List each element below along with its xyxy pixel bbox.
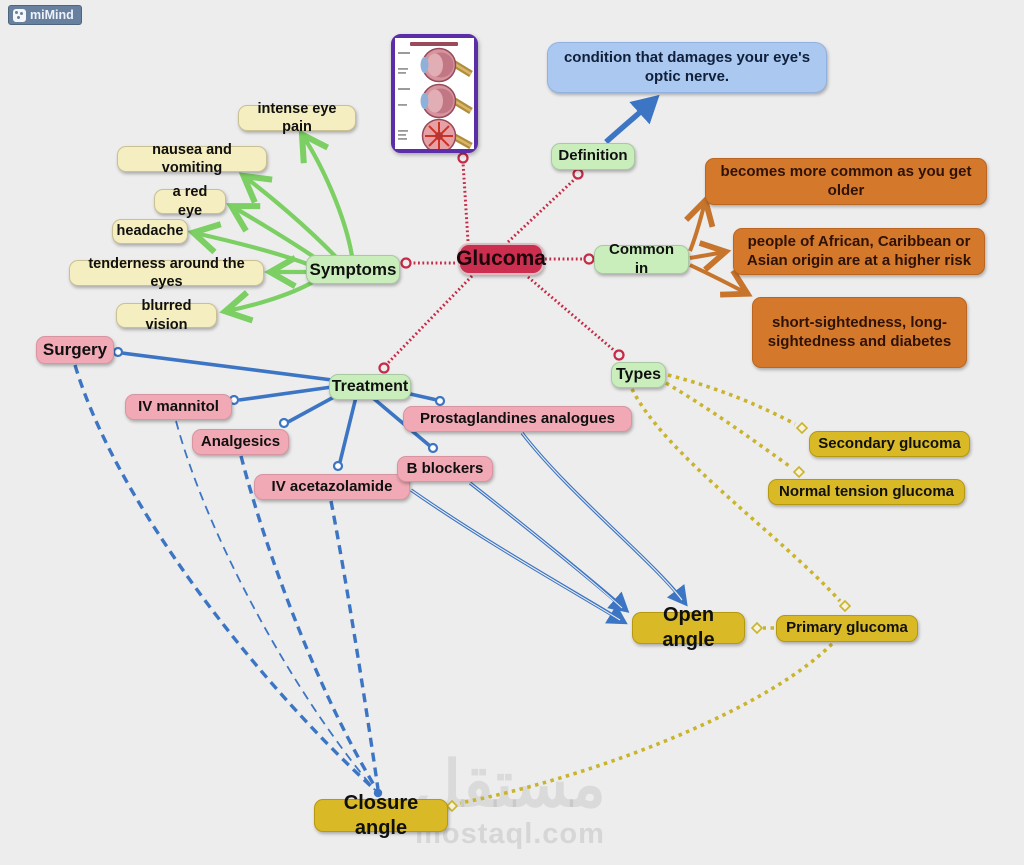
eye-diagram-image (395, 38, 474, 154)
symptom-blurred-vision[interactable]: blurred vision (116, 298, 217, 333)
mimind-app-badge[interactable]: miMind (8, 5, 82, 25)
mimind-app-label: miMind (30, 8, 74, 22)
edge-fact-0 (684, 194, 716, 252)
definition-note[interactable]: condition that damages your eye's optic … (547, 42, 827, 93)
treatment-iv-acetazolamide[interactable]: IV acetazolamide (254, 474, 410, 500)
edge-primary-closure (459, 642, 834, 805)
edge-symptom-2 (226, 203, 319, 261)
edge-root-types (527, 275, 617, 354)
symptom-edges (187, 129, 355, 324)
treatment-edge-terminals (112, 346, 446, 472)
branch-symptoms[interactable]: Symptoms (306, 255, 400, 284)
edge-root-image (461, 161, 470, 242)
closure-dashed-edges (73, 364, 380, 791)
treatment-analgesics[interactable]: Analgesics (192, 429, 289, 455)
edge-symptom-3 (187, 221, 311, 267)
fact-sightedness[interactable]: short-sightedness, long-sightedness and … (752, 297, 967, 368)
edge-treatment-surgery (121, 351, 341, 383)
edge-fact-2 (689, 263, 753, 298)
symptom-red-eye[interactable]: a red eye (154, 184, 226, 219)
edge-treatment-mannitol (238, 384, 340, 402)
edge-types-secondary (667, 373, 796, 426)
fact-older-age[interactable]: becomes more common as you get older (705, 158, 987, 205)
fact-origin-risk[interactable]: people of African, Caribbean or Asian or… (733, 228, 985, 275)
symptom-nausea-vomiting[interactable]: nausea and vomiting (117, 142, 267, 176)
edge-treatment-acetazolamide (338, 396, 358, 463)
edge-root-treatment (384, 274, 474, 367)
common-in-edges (684, 194, 753, 298)
branch-definition[interactable]: Definition (551, 143, 635, 170)
symptom-tenderness[interactable]: tenderness around the eyes (69, 256, 264, 290)
mimind-app-icon (13, 8, 26, 22)
treatment-surgery[interactable]: Surgery (36, 336, 114, 364)
branch-common-in[interactable]: Common in (594, 241, 689, 277)
type-open-angle[interactable]: Open angle (632, 604, 745, 651)
edge-symptom-0 (298, 129, 355, 257)
edge-symptom-1 (238, 172, 338, 259)
edge-symptom-5 (219, 280, 315, 324)
root-edge-terminals (378, 152, 625, 374)
closure-edge-terminal (373, 788, 383, 798)
type-secondary-glucoma[interactable]: Secondary glucoma (809, 431, 970, 457)
branch-treatment[interactable]: Treatment (329, 374, 411, 400)
treatment-iv-mannitol[interactable]: IV mannitol (125, 394, 232, 420)
edge-types-normal (665, 381, 794, 470)
type-closure-angle[interactable]: Closure angle (314, 792, 448, 839)
symptom-headache[interactable]: headache (112, 219, 188, 244)
treatment-b-blockers[interactable]: B blockers (397, 456, 493, 482)
root-node-glucoma[interactable]: Glucoma (456, 243, 546, 275)
branch-types[interactable]: Types (611, 362, 666, 388)
edge-treatment-bblockers (371, 396, 432, 448)
edge-acetazolamide-closure (329, 500, 380, 790)
treatment-edges (121, 351, 438, 463)
treatment-prostaglandines[interactable]: Prostaglandines analogues (403, 406, 632, 432)
open-angle-edges (410, 431, 688, 625)
edge-mannitol-closure (175, 420, 376, 791)
type-edge-terminals (445, 421, 852, 813)
edge-definition-note (604, 94, 660, 145)
type-normal-tension-glucoma[interactable]: Normal tension glucoma (768, 479, 965, 505)
edge-fact-1 (689, 240, 732, 272)
edge-root-definition (506, 175, 579, 244)
symptom-intense-eye-pain[interactable]: intense eye pain (238, 101, 356, 135)
type-edges (459, 373, 842, 805)
root-edges (384, 161, 617, 367)
edge-surgery-closure (73, 364, 376, 791)
type-primary-glucoma[interactable]: Primary glucoma (776, 615, 918, 642)
edge-analgesics-closure (239, 455, 379, 791)
glaucoma-diagram-attachment[interactable] (391, 34, 478, 154)
